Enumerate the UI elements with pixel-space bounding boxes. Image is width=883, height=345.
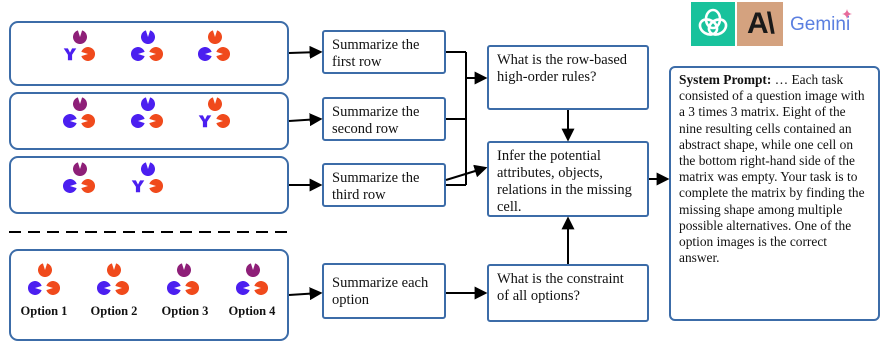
openai-knot-icon	[698, 8, 728, 36]
option-1-label: Option 1	[20, 304, 68, 318]
option-shapes	[28, 263, 268, 295]
row-1-shapes	[63, 30, 230, 61]
row-1-panel	[9, 21, 289, 86]
gemini-sparkle-icon	[842, 6, 852, 19]
system-prompt-box: System Prompt: … Each task consisted of …	[669, 66, 880, 321]
row-3-shapes	[63, 162, 163, 193]
option-2-label: Option 2	[90, 304, 138, 318]
gemini-logo: Gemini	[790, 14, 851, 35]
summarize-first-row-box: Summarize the first row	[322, 30, 446, 74]
options-panel	[9, 249, 289, 341]
openai-logo	[691, 2, 735, 46]
system-prompt-text: … Each task consisted of a question imag…	[679, 72, 865, 266]
summarize-third-row-box: Summarize the third row	[322, 163, 446, 207]
anthropic-logo: A\	[737, 2, 783, 46]
flow-arrows	[288, 45, 670, 301]
summarize-options-box: Summarize each option	[322, 263, 446, 319]
system-prompt-label: System Prompt:	[679, 72, 772, 87]
option-3-label: Option 3	[161, 304, 209, 318]
summarize-second-row-box: Summarize the second row	[322, 97, 446, 141]
anthropic-logo-text: A\	[747, 7, 775, 40]
row-3-panel	[9, 156, 289, 214]
row-2-shapes	[63, 97, 230, 128]
row-rules-box: What is the row-based high-order rules?	[487, 45, 649, 110]
option-4-label: Option 4	[228, 304, 276, 318]
constraint-box: What is the constraint of all options?	[487, 264, 649, 322]
infer-missing-cell-box: Infer the potential attributes, objects,…	[487, 141, 649, 217]
